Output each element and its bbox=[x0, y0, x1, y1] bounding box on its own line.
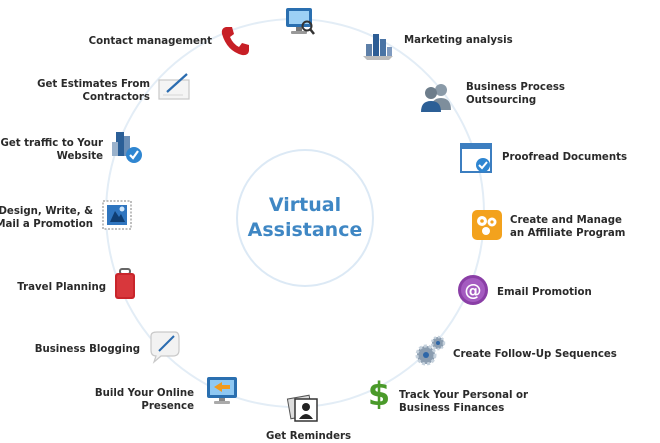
speech-bubble-pen-icon bbox=[147, 330, 181, 364]
label-finances: Track Your Personal or Business Finances bbox=[399, 390, 529, 414]
center-title: Virtual Assistance bbox=[236, 149, 374, 287]
label-proofread: Proofread Documents bbox=[502, 152, 628, 163]
at-sign-icon: @ bbox=[456, 273, 490, 307]
gears-icon bbox=[413, 334, 447, 368]
label-traffic: Get traffic to Your Website bbox=[0, 138, 103, 162]
monitor-search-icon bbox=[283, 4, 317, 38]
label-bpo: Business Process Outsourcing bbox=[466, 82, 565, 106]
center-title-line2: Assistance bbox=[247, 219, 363, 241]
label-estimates: Get Estimates From Contractors bbox=[37, 79, 150, 103]
dollar-icon: $ bbox=[362, 375, 396, 409]
label-blogging: Business Blogging bbox=[34, 344, 140, 355]
label-followup: Create Follow-Up Sequences bbox=[453, 349, 617, 360]
label-online-presence: Build Your Online Presence bbox=[94, 388, 194, 412]
label-email-promotion: Email Promotion bbox=[497, 287, 592, 298]
flower-box-icon bbox=[470, 208, 504, 242]
bar-chart-icon bbox=[361, 28, 395, 62]
phone-icon bbox=[218, 24, 252, 58]
svg-text:@: @ bbox=[465, 281, 482, 301]
label-affiliate: Create and Manage an Affiliate Program bbox=[510, 215, 626, 239]
photo-cards-icon bbox=[286, 391, 320, 425]
server-check-icon bbox=[110, 130, 144, 164]
svg-text:$: $ bbox=[368, 375, 390, 409]
document-check-icon bbox=[459, 141, 493, 175]
label-marketing-analysis: Marketing analysis bbox=[404, 35, 513, 46]
people-icon bbox=[419, 80, 453, 114]
center-title-line1: Virtual bbox=[268, 194, 342, 216]
label-reminders: Get Reminders bbox=[266, 431, 352, 442]
label-mail-promotion: Design, Write, & Mail a Promotion bbox=[0, 206, 93, 230]
label-contact: Contact management bbox=[88, 36, 212, 47]
label-travel: Travel Planning bbox=[17, 282, 106, 293]
monitor-arrow-icon bbox=[205, 373, 239, 407]
stamp-icon bbox=[100, 198, 134, 232]
suitcase-icon bbox=[108, 267, 142, 301]
envelope-pen-icon bbox=[157, 70, 191, 104]
